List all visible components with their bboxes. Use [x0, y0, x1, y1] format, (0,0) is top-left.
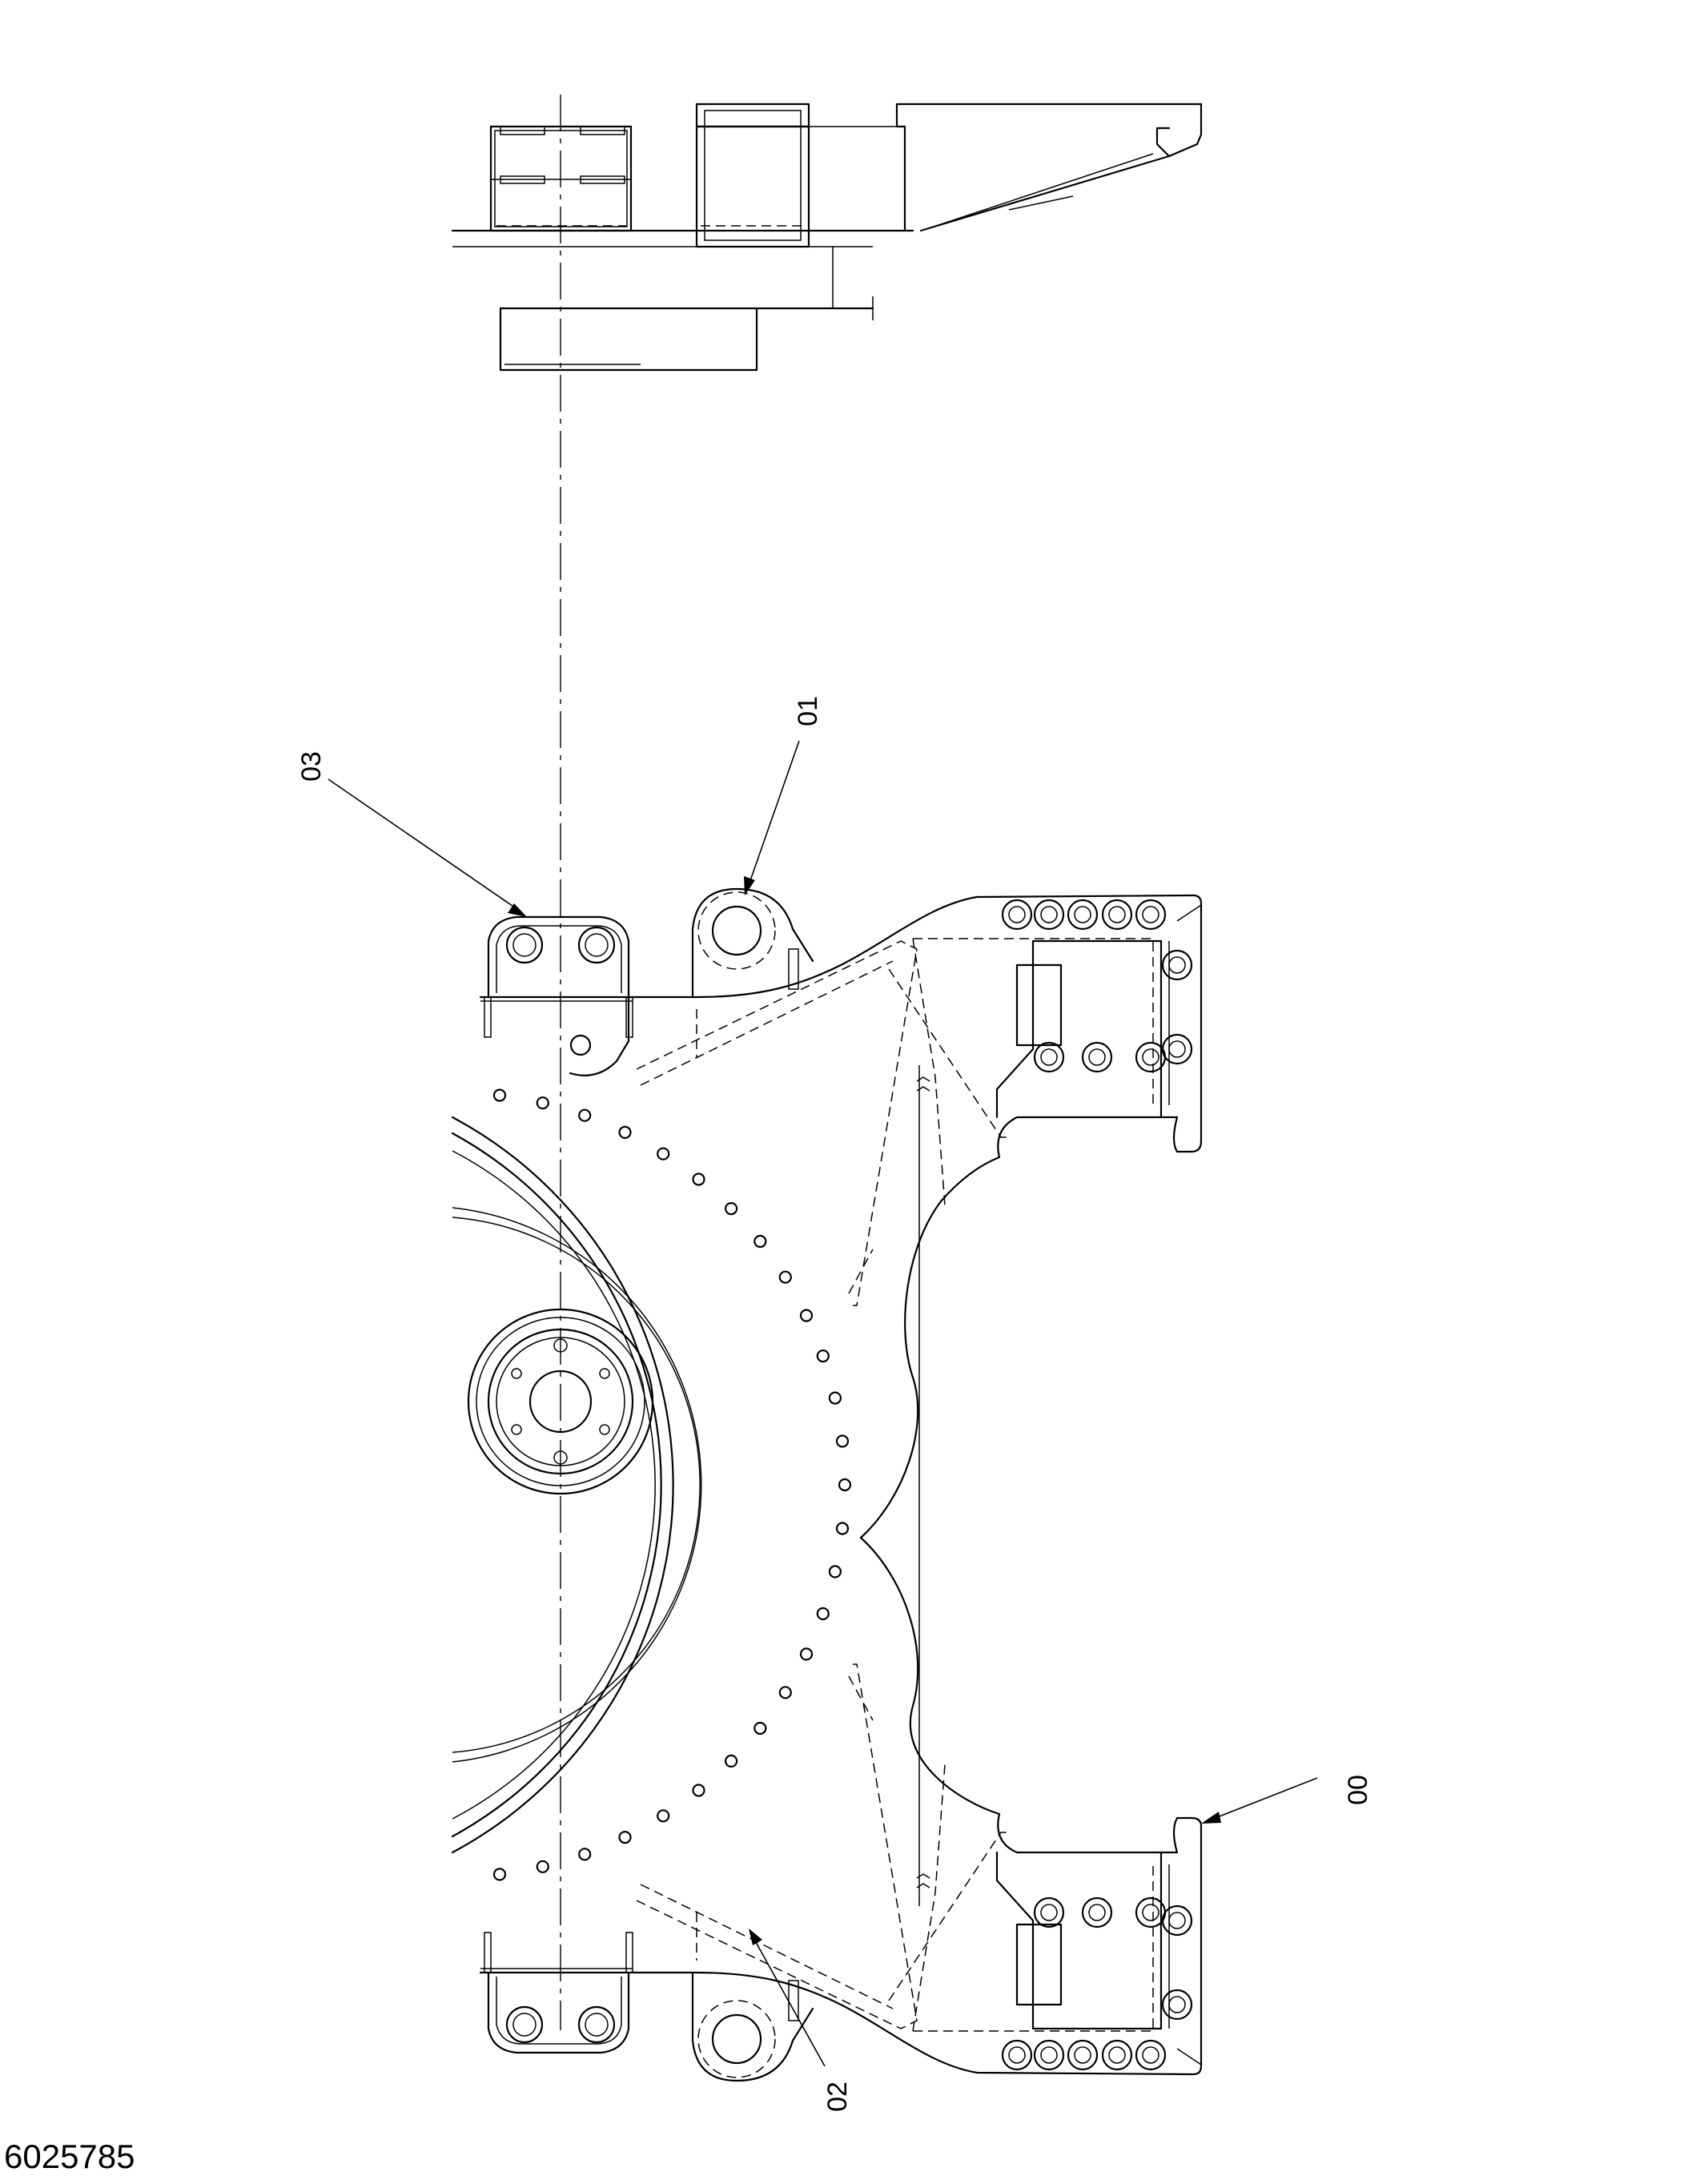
flange-bolt-hole — [1001, 899, 1033, 931]
ring-bolt-hole — [816, 1349, 830, 1363]
flange-bolt-hole — [1033, 2039, 1065, 2071]
hub — [467, 1308, 654, 1495]
ring-bolt-hole — [536, 1096, 549, 1110]
bracket-03-upper — [480, 915, 633, 1076]
label-01: 01 — [793, 696, 823, 726]
ring-bolt-hole — [536, 1860, 549, 1873]
ring-bolt-hole — [692, 1784, 705, 1797]
ring-bolt-hole — [835, 1434, 850, 1448]
ring-bolt-hole — [835, 1522, 850, 1535]
flange-bolt-hole — [1161, 949, 1193, 981]
ring-bolt-hole — [578, 1848, 592, 1861]
ring-bolt-hole — [754, 1721, 767, 1736]
ring-bolt-hole — [578, 1108, 592, 1122]
flange-bolt-hole — [1161, 1033, 1193, 1065]
flange-bolt-hole — [1135, 2039, 1167, 2071]
document-number: 6025785 — [4, 2138, 135, 2175]
frame-outline — [479, 894, 1203, 2076]
ring-bolt-hole — [618, 1831, 632, 1844]
flange-bolt-hole — [1161, 1904, 1193, 1937]
side-view — [451, 103, 1203, 372]
ring-bolt-hole — [799, 1309, 814, 1322]
ring-bolt-hole — [724, 1201, 738, 1216]
ring-bolt-hole — [657, 1147, 670, 1160]
flange-bolt-hole — [1033, 899, 1065, 931]
flange-bolt-hole — [1067, 899, 1099, 931]
ring-bolt-hole — [657, 1809, 670, 1823]
flange-bolt-holes — [1001, 899, 1193, 2071]
ring-bolt-hole — [778, 1270, 792, 1284]
flange-bolt-hole — [1001, 2039, 1033, 2071]
ring-bolt-hole — [724, 1754, 738, 1768]
flange-bolt-hole — [1161, 1989, 1193, 2021]
label-03: 03 — [296, 751, 327, 782]
ring-bolt-hole — [799, 1647, 814, 1661]
flange-bolt-hole — [1067, 2039, 1099, 2071]
flange-bolt-hole — [1081, 1041, 1113, 1073]
turntable-ring — [451, 1088, 852, 1881]
ring-bolt-hole — [828, 1565, 842, 1579]
flange-bolt-hole — [1135, 899, 1167, 931]
bracket-03-lower — [480, 1932, 633, 2054]
ring-bolt-hole — [838, 1478, 852, 1492]
label-02: 02 — [822, 2081, 853, 2112]
leader-00 — [1201, 1777, 1318, 1824]
lug-02 — [691, 1913, 814, 2082]
ring-bolt-hole — [692, 1172, 705, 1186]
ring-bolt-hole — [618, 1125, 632, 1140]
flange-bolt-hole — [1033, 1896, 1065, 1929]
leader-03 — [328, 778, 527, 917]
ring-bolt-hole — [828, 1391, 842, 1405]
flange-bolt-hole — [1135, 1041, 1167, 1073]
leader-01 — [744, 740, 800, 895]
flange-bolt-hole — [1081, 1896, 1113, 1929]
ring-bolt-holes — [492, 1088, 852, 1881]
ring-bolt-hole — [492, 1868, 507, 1881]
ring-bolt-hole — [754, 1234, 767, 1249]
ring-bolt-hole — [492, 1088, 507, 1102]
ring-bolt-hole — [816, 1607, 830, 1621]
ring-bolt-hole — [778, 1686, 792, 1699]
flange-bolt-hole — [1135, 1896, 1167, 1929]
flange-bolt-hole — [1101, 899, 1133, 931]
flange-bolt-hole — [1033, 1041, 1065, 1073]
flange-bolt-hole — [1101, 2039, 1133, 2071]
lug-01 — [691, 887, 814, 1057]
label-00: 00 — [1343, 1775, 1373, 1805]
leader-02 — [749, 1929, 826, 2067]
